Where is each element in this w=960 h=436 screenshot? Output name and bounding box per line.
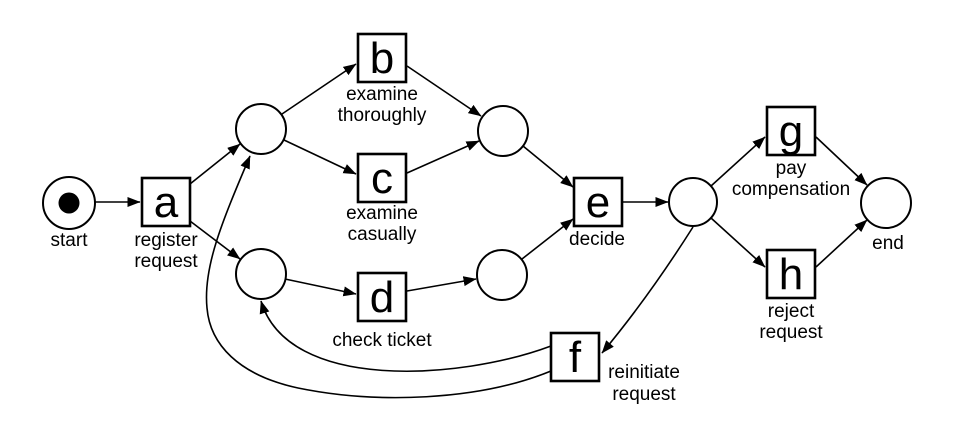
place-p1 [235, 103, 287, 155]
arc-a-to-p1 [189, 143, 241, 185]
transition-c-box [356, 152, 408, 204]
arc-p5-to-g [710, 136, 766, 187]
transition-h-label-line1: reject [768, 301, 815, 322]
transition-a-label-line2: request [134, 251, 198, 272]
arc-d-to-p4 [406, 276, 477, 292]
transition-layer: a b c d e f g h [140, 32, 817, 383]
transition-g-label-line1: pay [776, 158, 807, 179]
transition-e-label: decide [569, 229, 625, 250]
transition-d-letter: d [370, 273, 394, 322]
arc-f-to-p2 [259, 300, 552, 372]
transition-e-box [572, 176, 624, 228]
transition-f-box [549, 331, 601, 383]
transition-c-label-line2: casually [348, 224, 417, 245]
transition-a-box [140, 176, 192, 228]
transition-f-label-line2: request [612, 384, 676, 405]
arc-p1-to-b [281, 63, 357, 115]
place-p4 [476, 249, 528, 301]
place-p2 [235, 248, 287, 300]
arc-f-to-p1 [205, 155, 552, 399]
transition-f-label-line1: reinitiate [608, 362, 680, 383]
arc-c-to-p3 [406, 140, 480, 174]
arc-p1-to-c [283, 139, 357, 175]
arc-a-to-p2 [189, 220, 241, 260]
transition-b-letter: b [370, 34, 394, 83]
transition-b-label-line2: thoroughly [338, 105, 427, 126]
place-p5 [668, 177, 718, 227]
transition-f-letter: f [569, 333, 582, 382]
arc-layer [95, 63, 868, 399]
place-end [860, 177, 912, 229]
label-layer: start end register request examine thoro… [51, 84, 904, 405]
place-start-label: start [51, 230, 89, 251]
transition-g-letter: g [779, 107, 803, 156]
transition-g-label-line2: compensation [732, 179, 850, 200]
place-layer [42, 103, 912, 301]
arc-p5-to-f [601, 226, 694, 354]
arc-p4-to-e [521, 218, 574, 260]
transition-b-box [356, 32, 408, 84]
transition-d-label: check ticket [332, 330, 432, 351]
transition-h-label-line2: request [759, 322, 823, 343]
transition-c-letter: c [371, 154, 393, 203]
place-p3 [477, 105, 529, 157]
arc-p5-to-h [710, 217, 766, 268]
transition-c-label-line1: examine [346, 203, 418, 224]
transition-b-label-line1: examine [346, 84, 418, 105]
start-token-icon [58, 192, 80, 214]
arc-h-to-end [815, 219, 868, 268]
transition-a-letter: a [154, 178, 179, 227]
transition-h-letter: h [779, 250, 803, 299]
transition-a-label-line1: register [134, 230, 198, 251]
arc-b-to-p3 [406, 65, 482, 117]
transition-d-box [356, 271, 408, 323]
transition-e-letter: e [586, 178, 610, 227]
transition-h-box [765, 248, 817, 300]
arc-p3-to-e [522, 145, 574, 188]
place-end-label: end [872, 233, 904, 254]
arc-g-to-end [815, 136, 868, 186]
arc-p2-to-d [284, 278, 357, 297]
transition-g-box [765, 105, 817, 157]
